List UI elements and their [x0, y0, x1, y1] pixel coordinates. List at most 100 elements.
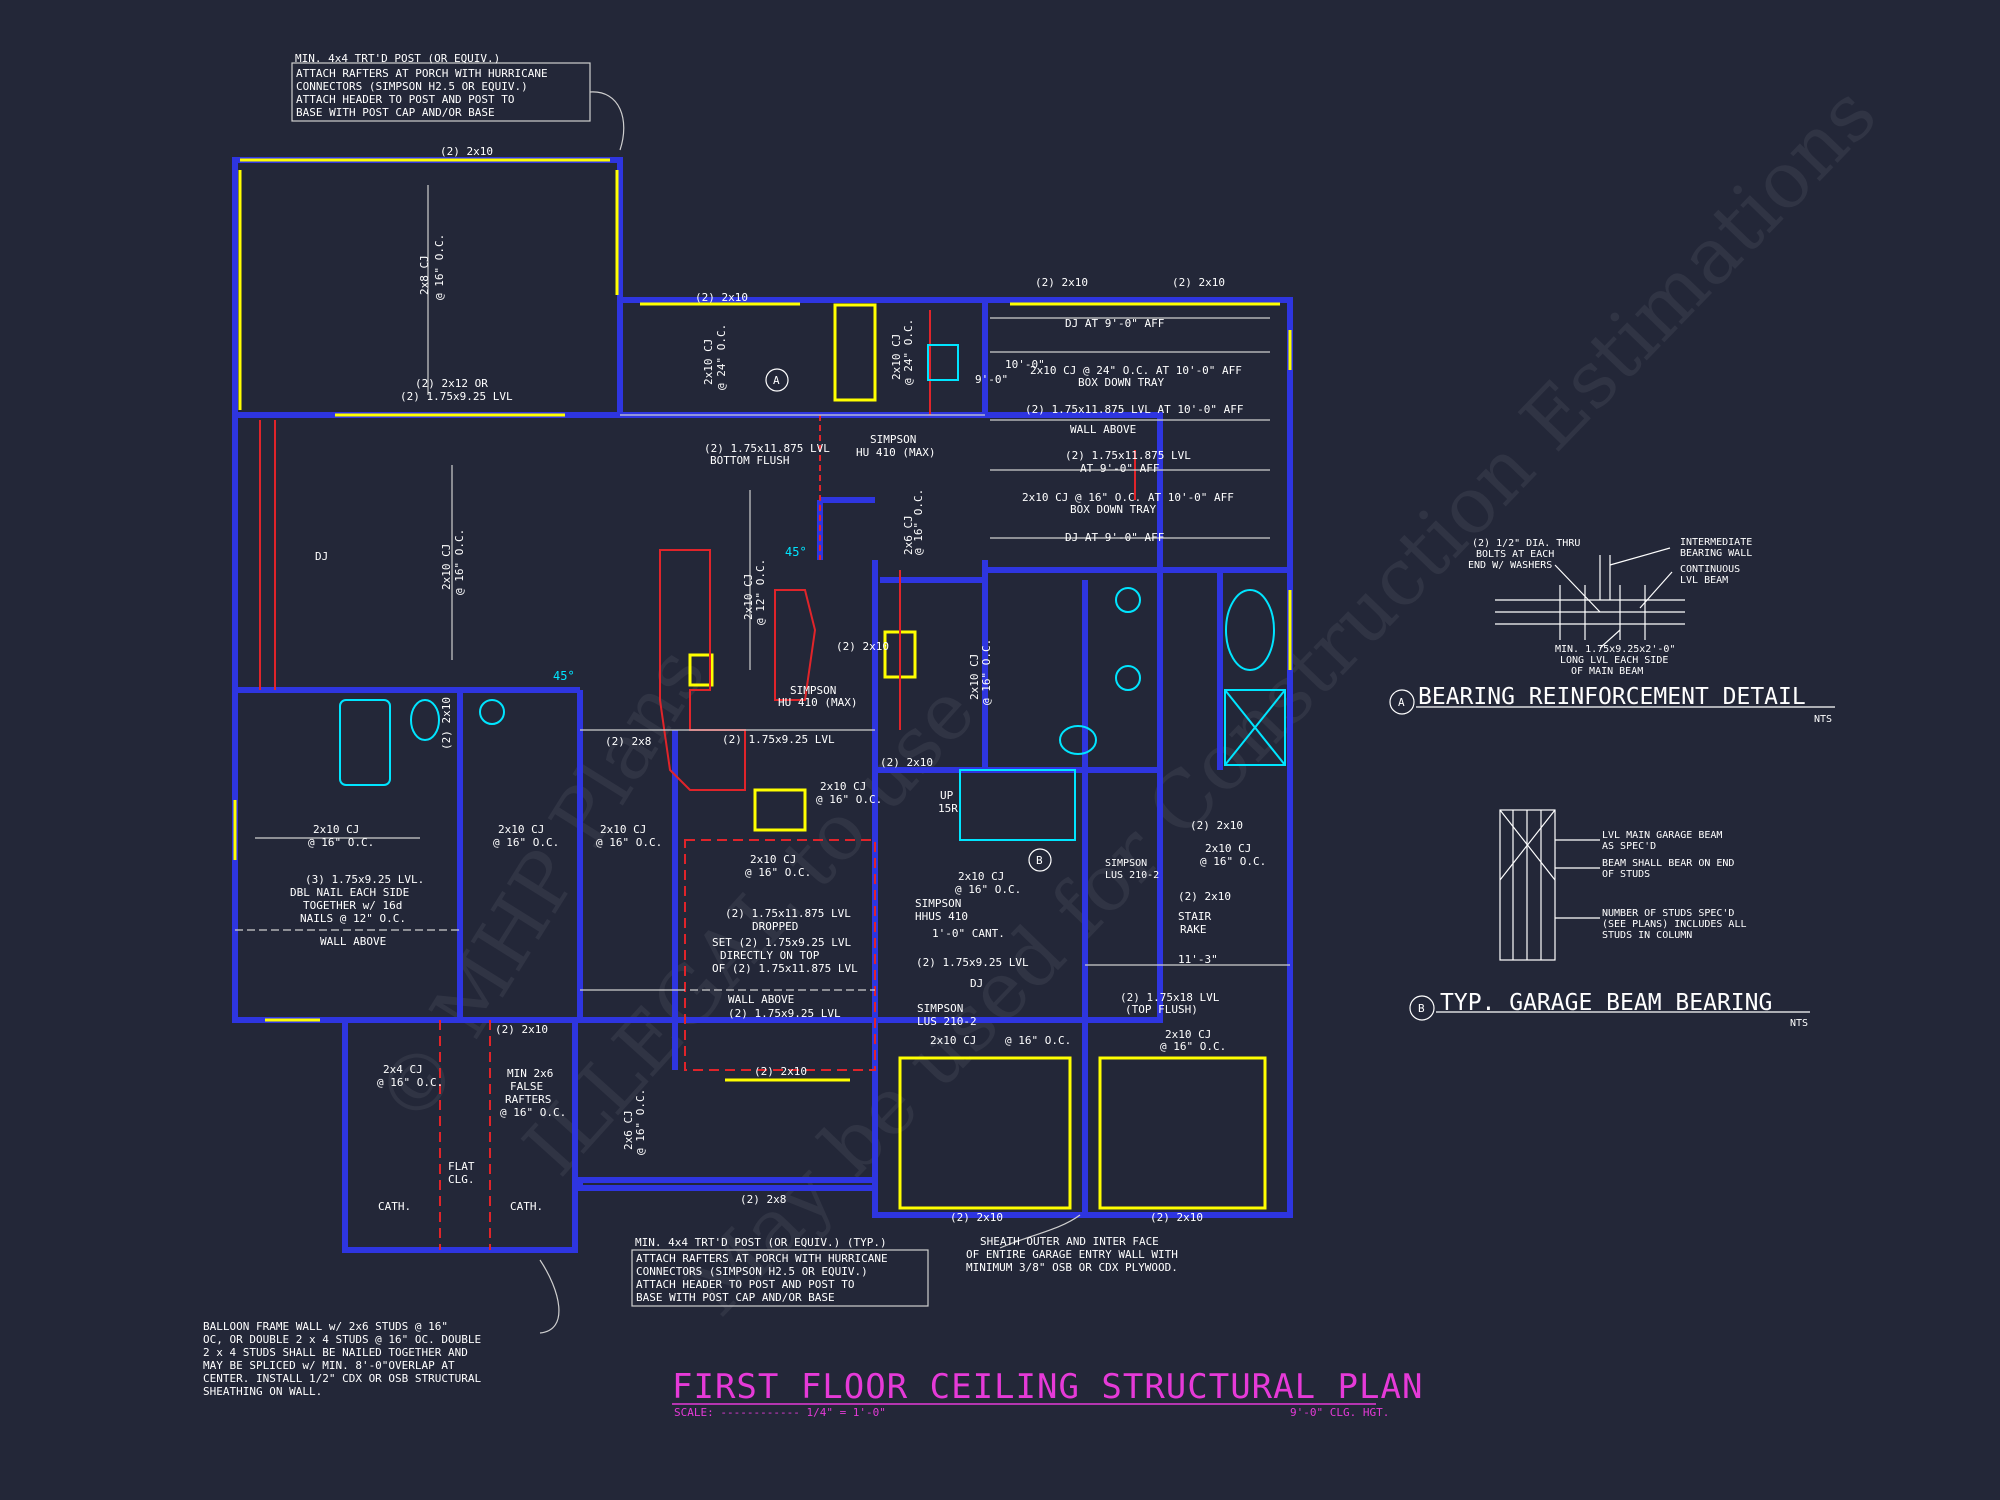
label-2x10cj-garage2: 2x10 CJ: [1205, 842, 1251, 855]
label-lvl-dbl-4: NAILS @ 12" O.C.: [300, 912, 406, 925]
porch-top-note-5: BASE WITH POST CAP AND/OR BASE: [296, 106, 495, 119]
label-2x10cj-2-oc: @ 24" O.C.: [902, 319, 915, 385]
label-lvl-925-garage: (2) 1.75x9.25 LVL: [916, 956, 1029, 969]
detail-a-callout-4: INTERMEDIATE: [1680, 537, 1752, 548]
label-simpson-hu-kitchen: SIMPSON: [790, 684, 836, 697]
detail-b-callout-3: BEAM SHALL BEAR ON END: [1602, 858, 1734, 869]
label-2x6cj-porch: 2x6 CJ: [622, 1110, 635, 1150]
label-simpson-hu-2: HU 410 (MAX): [856, 446, 935, 459]
bathtub: [339, 699, 391, 786]
label-2x10cj-closet-oc: @ 16" O.C.: [980, 639, 993, 705]
label-wall-above-dining: WALL ABOVE: [728, 993, 794, 1006]
label-2x10cj-2: 2x10 CJ: [890, 334, 903, 380]
label-cj-16-10: 2x10 CJ @ 16" O.C. AT 10'-0" AFF: [1022, 491, 1234, 504]
label-2x10cj-kitchen: 2x10 CJ: [820, 780, 866, 793]
notes: MIN. 4x4 TRT'D POST (OR EQUIV.) ATTACH R…: [203, 52, 1178, 1398]
label-2x10cj-dining: 2x10 CJ: [750, 853, 796, 866]
label-simpson-lus-b-2: LUS 210-2: [1105, 870, 1159, 881]
label-2x10cj-garage4: 2x10 CJ: [1165, 1028, 1211, 1041]
detail-b-callout-7: STUDS IN COLUMN: [1602, 930, 1692, 941]
detail-a-callout-5: BEARING WALL: [1680, 548, 1752, 559]
label-dj-9-2: DJ AT 9'-0" AFF: [1065, 531, 1164, 544]
detail-a-callout-10: OF MAIN BEAM: [1571, 666, 1643, 677]
label-dropped-2: DROPPED: [752, 920, 798, 933]
toilet: [410, 699, 440, 741]
dishwasher: [688, 653, 714, 687]
tag-b-circle: [1028, 848, 1052, 872]
label-2x10cj-bed-oc: @ 16" O.C.: [308, 836, 374, 849]
front-porch-outline: [342, 1020, 578, 1253]
label-dropped-1: (2) 1.75x11.875 LVL: [725, 907, 851, 920]
label-2x4cj-oc: @ 16" O.C.: [377, 1076, 443, 1089]
label-flat: FLAT: [448, 1160, 475, 1173]
label-2x12: (2) 2x12 OR: [415, 377, 488, 390]
label-2x10-master-1: (2) 2x10: [1035, 276, 1088, 289]
label-stair-rake: STAIR: [1178, 910, 1211, 923]
porch-top-note-4: ATTACH HEADER TO POST AND POST TO: [296, 93, 515, 106]
label-2x8: (2) 2x8: [605, 735, 651, 748]
detail-b-x: [1499, 809, 1556, 881]
porch-bottom-note-3: CONNECTORS (SIMPSON H2.5 OR EQUIV.): [636, 1265, 868, 1278]
label-simpson-lus: SIMPSON: [917, 1002, 963, 1015]
detail-a-callout-9: LONG LVL EACH SIDE: [1560, 655, 1668, 666]
label-2x10cj-oc: @ 24" O.C.: [715, 324, 728, 390]
leader: [1554, 564, 1601, 613]
label-lvl-10: (2) 1.75x11.875 LVL AT 10'-0" AFF: [1025, 403, 1244, 416]
scale-label: SCALE: ------------ 1/4" = 1'-0": [674, 1406, 886, 1419]
detail-b-nts: NTS: [1790, 1018, 1808, 1029]
master-tub: [1225, 589, 1275, 671]
label-dj-garage: DJ: [970, 977, 983, 990]
label-dim-11-3: 11'-3": [1178, 953, 1218, 966]
label-45-bath: 45°: [553, 669, 575, 683]
label-2x10cj-hall-oc: @ 16" O.C.: [493, 836, 559, 849]
beams: [233, 158, 1292, 1210]
label-wall-above-bed: WALL ABOVE: [320, 935, 386, 948]
label-lvl-bottom-2: BOTTOM FLUSH: [710, 454, 789, 467]
leader: [1639, 571, 1673, 609]
detail-b-callout-1: LVL MAIN GARAGE BEAM: [1602, 830, 1722, 841]
label-15r: 15R: [938, 802, 958, 815]
label-2x10-garage-sill: (2) 2x10: [950, 1211, 1003, 1224]
leader: [589, 91, 625, 151]
label-cath-1: CATH.: [378, 1200, 411, 1213]
page-title: FIRST FLOOR CEILING STRUCTURAL PLAN: [672, 1367, 1423, 1407]
label-2x8-porch: (2) 2x8: [740, 1193, 786, 1206]
detail-b-tag-circle: [1409, 995, 1435, 1021]
label-up: UP: [940, 789, 954, 802]
label-2x10cj-kitchen-oc: @ 16" O.C.: [816, 793, 882, 806]
label-false-4: @ 16" O.C.: [500, 1106, 566, 1119]
label-false-3: RAFTERS: [505, 1093, 551, 1106]
label-dropped-3: SET (2) 1.75x9.25 LVL: [712, 936, 851, 949]
label-2x10-dining: (2) 2x10: [754, 1065, 807, 1078]
member-labels: (2) 2x10 2x8 CJ @ 16" O.C. (2) 2x12 OR (…: [290, 145, 1266, 1224]
detail-a-tag: A: [1398, 696, 1405, 709]
fixtures: [339, 344, 1286, 841]
shower-x: [1224, 689, 1286, 766]
balloon-note-4: MAY BE SPLICED w/ MIN. 8'-0"OVERLAP AT: [203, 1359, 455, 1372]
detail-a: (2) 1/2" DIA. THRU BOLTS AT EACH END W/ …: [1389, 537, 1835, 725]
detail-b-title: TYP. GARAGE BEAM BEARING: [1440, 990, 1772, 1016]
label-simpson-lus-b: SIMPSON: [1105, 858, 1147, 869]
detail-a-nts: NTS: [1814, 714, 1832, 725]
label-2x6cj: 2x6 CJ: [902, 515, 915, 555]
label-box-tray-2: BOX DOWN TRAY: [1070, 503, 1156, 516]
vanity-sink-2: [1115, 665, 1141, 691]
balloon-note-2: OC, OR DOUBLE 2 x 4 STUDS @ 16" OC. DOUB…: [203, 1333, 481, 1346]
label-2x6cj-oc: @ 16" O.C.: [912, 489, 925, 555]
label-2x10cj-closet: 2x10 CJ: [968, 654, 981, 700]
section-tags: [765, 368, 1052, 872]
kitchen-counter: [774, 589, 817, 701]
label-false-2: FALSE: [510, 1080, 543, 1093]
detail-a-title: BEARING REINFORCEMENT DETAIL: [1418, 684, 1806, 710]
label-lvl-18-2: (TOP FLUSH): [1125, 1003, 1198, 1016]
tag-a-circle: [765, 368, 789, 392]
label-2x10cj-bed: 2x10 CJ: [313, 823, 359, 836]
label-dropped-5: OF (2) 1.75x11.875 LVL: [712, 962, 858, 975]
label-box-tray: BOX DOWN TRAY: [1078, 376, 1164, 389]
garage-door-1: [898, 1056, 1072, 1210]
stair: [959, 769, 1076, 841]
detail-b-drawing: [1409, 809, 1810, 1021]
label-false-1: MIN 2x6: [507, 1067, 553, 1080]
detail-a-callout-7: LVL BEAM: [1680, 575, 1728, 586]
porch-bottom-note-5: BASE WITH POST CAP AND/OR BASE: [636, 1291, 835, 1304]
